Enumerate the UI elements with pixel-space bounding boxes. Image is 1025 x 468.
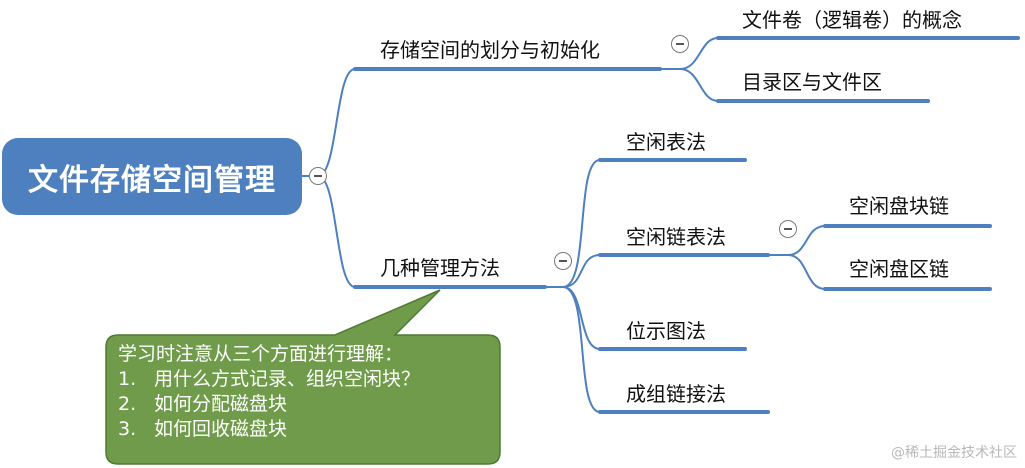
collapse-toggle-freelist[interactable] [779, 220, 797, 238]
collapse-toggle-branch-2[interactable] [554, 252, 572, 270]
callout-item: 3.如何回收磁盘块 [118, 418, 288, 440]
branch-storage-partition[interactable]: 存储空间的划分与初始化 [380, 38, 600, 62]
leaf-free-block-chain[interactable]: 空闲盘块链 [849, 194, 949, 218]
callout-note: 学习时注意从三个方面进行理解： 1.用什么方式记录、组织空闲块？ 2.如何分配磁… [118, 342, 498, 442]
leaf-volume-concept[interactable]: 文件卷（逻辑卷）的概念 [742, 8, 962, 32]
collapse-toggle-branch-1[interactable] [671, 35, 689, 53]
leaf-free-table[interactable]: 空闲表法 [626, 130, 706, 154]
collapse-toggle-root[interactable] [309, 167, 327, 185]
leaf-free-list[interactable]: 空闲链表法 [626, 225, 726, 249]
callout-item: 1.用什么方式记录、组织空闲块？ [118, 368, 421, 390]
callout-item: 2.如何分配磁盘块 [118, 393, 288, 415]
leaf-bitmap[interactable]: 位示图法 [626, 319, 706, 343]
root-node[interactable]: 文件存储空间管理 [2, 138, 302, 215]
branch-management-methods[interactable]: 几种管理方法 [380, 256, 500, 280]
callout-shape [105, 289, 501, 465]
leaf-free-area-chain[interactable]: 空闲盘区链 [849, 257, 949, 281]
watermark: @稀土掘金技术社区 [891, 445, 1017, 461]
leaf-grouping[interactable]: 成组链接法 [626, 382, 726, 406]
callout-title: 学习时注意从三个方面进行理解： [118, 343, 404, 365]
leaf-directory-file-area[interactable]: 目录区与文件区 [742, 70, 882, 94]
